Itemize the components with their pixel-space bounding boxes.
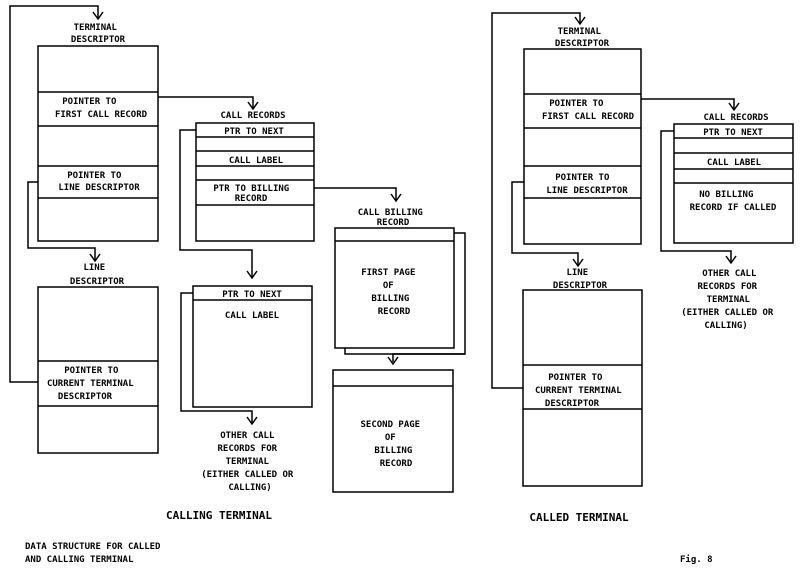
calling-other-call-records-label: OTHER CALL RECORDS FOR TERMINAL (EITHER … bbox=[201, 431, 299, 493]
calling-other-records-wire bbox=[180, 292, 253, 423]
called-terminal-descriptor-box bbox=[523, 48, 642, 245]
calling-line-descriptor-pointer-wire bbox=[27, 181, 96, 260]
calling-second-page-label: SECOND PAGE OF BILLING RECORD bbox=[360, 420, 425, 469]
calling-other-records-arrow-icon bbox=[246, 416, 258, 426]
called-pointer-line-descriptor: POINTER TO LINE DESCRIPTOR bbox=[546, 173, 628, 196]
calling-second-page-wire bbox=[392, 353, 465, 362]
calling-ptr-to-next: PTR TO NEXT bbox=[224, 127, 284, 137]
calling-next-record-arrow-icon bbox=[246, 270, 258, 280]
called-line-descriptor-label: LINE DESCRIPTOR bbox=[553, 268, 608, 291]
calling-call-record-box bbox=[195, 122, 315, 242]
called-current-terminal-pointer-wire bbox=[491, 12, 581, 389]
calling-pointer-current-terminal: POINTER TO CURRENT TERMINAL DESCRIPTOR bbox=[47, 366, 139, 402]
called-call-label: CALL LABEL bbox=[707, 158, 762, 168]
called-line-descriptor-box bbox=[522, 289, 643, 487]
called-other-records-arrow-icon bbox=[725, 255, 737, 265]
calling-next-record-wire bbox=[179, 129, 253, 277]
figure-number: Fig. 8 bbox=[680, 554, 713, 565]
calling-billing-arrow-icon bbox=[390, 193, 402, 203]
calling-billing-pointer-wire bbox=[314, 187, 397, 200]
calling-pointer-first-call-record: POINTER TO FIRST CALL RECORD bbox=[55, 97, 148, 120]
calling-terminal-descriptor-box bbox=[37, 45, 159, 242]
calling-second-page-arrow-icon bbox=[387, 356, 399, 366]
called-no-billing-label: NO BILLING RECORD IF CALLED bbox=[690, 190, 777, 213]
calling-call-label-2: CALL LABEL bbox=[225, 311, 280, 321]
calling-first-page-billing-box bbox=[334, 227, 466, 355]
called-other-records-wire bbox=[660, 130, 732, 262]
calling-ptr-to-billing: PTR TO BILLING RECORD bbox=[213, 184, 294, 204]
called-call-record-box bbox=[673, 123, 794, 244]
called-call-records-arrow-icon bbox=[728, 102, 740, 112]
called-terminal-arrow-icon bbox=[574, 16, 586, 26]
calling-pointer-line-descriptor: POINTER TO LINE DESCRIPTOR bbox=[58, 171, 140, 193]
calling-terminal-arrow-icon bbox=[92, 11, 104, 21]
called-pointer-first-call-record: POINTER TO FIRST CALL RECORD bbox=[542, 99, 635, 122]
calling-call-records-arrow-icon bbox=[247, 101, 259, 111]
called-first-call-pointer-wire bbox=[641, 98, 735, 109]
calling-call-label: CALL LABEL bbox=[229, 156, 284, 166]
calling-call-records-title: CALL RECORDS bbox=[220, 111, 285, 121]
called-terminal-descriptor-label: TERMINAL DESCRIPTOR bbox=[555, 27, 610, 49]
calling-terminal-caption: CALLING TERMINAL bbox=[166, 509, 272, 522]
calling-line-descriptor-arrow-icon bbox=[89, 253, 101, 263]
called-line-descriptor-pointer-wire bbox=[511, 181, 579, 265]
calling-current-terminal-pointer-wire bbox=[9, 5, 99, 383]
calling-line-descriptor-label: LINE DESCRIPTOR bbox=[70, 263, 125, 287]
calling-first-call-pointer-wire bbox=[158, 96, 254, 108]
called-other-call-records-label: OTHER CALL RECORDS FOR TERMINAL (EITHER … bbox=[681, 269, 779, 331]
called-pointer-current-terminal: POINTER TO CURRENT TERMINAL DESCRIPTOR bbox=[535, 373, 627, 409]
calling-first-page-label: FIRST PAGE OF BILLING RECORD bbox=[361, 268, 421, 317]
calling-ptr-to-next-2: PTR TO NEXT bbox=[222, 290, 282, 300]
called-line-descriptor-arrow-icon bbox=[572, 258, 584, 268]
calling-terminal-descriptor-label: TERMINAL DESCRIPTOR bbox=[71, 23, 126, 45]
called-terminal-caption: CALLED TERMINAL bbox=[529, 511, 629, 524]
called-call-records-title: CALL RECORDS bbox=[703, 113, 768, 123]
figure-description: DATA STRUCTURE FOR CALLED AND CALLING TE… bbox=[25, 542, 166, 565]
calling-second-page-billing-box bbox=[332, 369, 454, 493]
called-ptr-to-next: PTR TO NEXT bbox=[703, 128, 763, 138]
calling-call-billing-record-title: CALL BILLING RECORD bbox=[358, 208, 428, 228]
calling-line-descriptor-box bbox=[37, 286, 159, 454]
calling-call-record-2-box bbox=[192, 285, 313, 408]
